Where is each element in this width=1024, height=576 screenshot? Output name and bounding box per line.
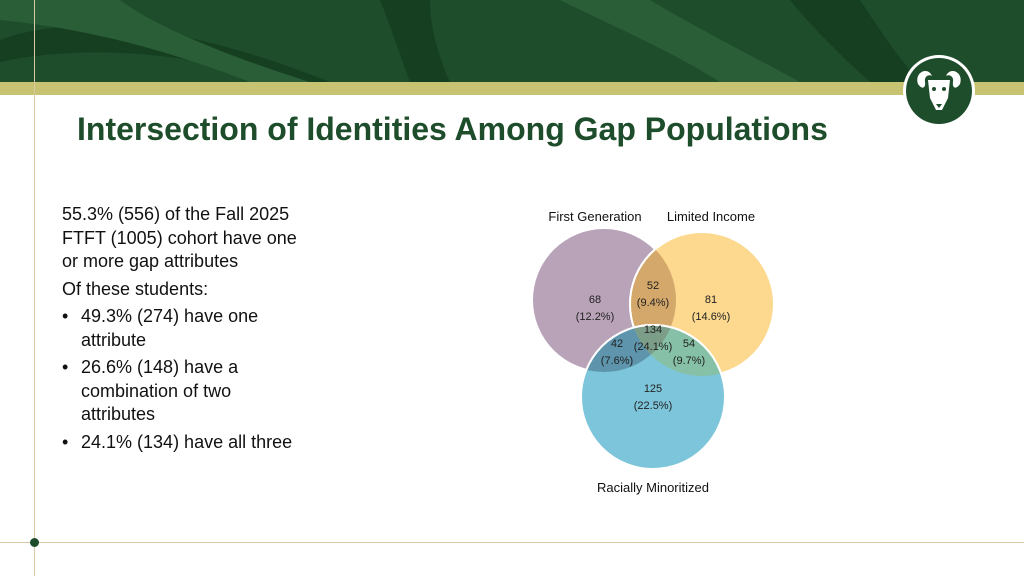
first-gen-income-count: 52 [647, 280, 659, 292]
all-three-overlap [630, 324, 676, 372]
income-only-count: 81 [705, 294, 717, 306]
bullet-text: 26.6% (148) have a combination of two at… [81, 357, 239, 424]
bullet-text: 49.3% (274) have one attribute [81, 306, 259, 350]
racial-only-pct: (22.5%) [634, 400, 673, 412]
all-three-count: 134 [644, 324, 662, 336]
income-racial-pct: (9.7%) [673, 355, 705, 367]
summary-bullet-list: • 49.3% (274) have one attribute • 26.6% (… [62, 305, 302, 454]
gold-stripe [0, 82, 1024, 95]
racially-minoritized-label: Racially Minoritized [597, 480, 709, 495]
bullet-item: • 49.3% (274) have one attribute [62, 305, 302, 352]
first-gen-racial-pct: (7.6%) [601, 355, 633, 367]
bullet-icon: • [62, 431, 69, 452]
first-gen-racial-count: 42 [611, 338, 623, 350]
bottom-guide-line [0, 542, 1024, 543]
bullet-icon: • [62, 306, 69, 326]
first-gen-income-pct: (9.4%) [637, 297, 669, 309]
income-only-pct: (14.6%) [692, 311, 731, 323]
first-gen-only-count: 68 [589, 294, 601, 306]
first-gen-only-pct: (12.2%) [576, 311, 615, 323]
guide-dot [30, 538, 39, 547]
racial-only-count: 125 [644, 383, 662, 395]
summary-text: 55.3% (556) of the Fall 2025 FTFT (1005)… [62, 203, 302, 458]
income-racial-count: 54 [683, 338, 695, 350]
banner-brush-strokes [0, 0, 920, 82]
bullet-item: • 26.6% (148) have a combination of two a… [62, 356, 302, 427]
limited-income-label: Limited Income [667, 209, 755, 224]
ram-logo-icon [903, 55, 975, 127]
first-generation-label: First Generation [548, 209, 641, 224]
all-three-pct: (24.1%) [634, 341, 673, 353]
bullet-item: • 24.1% (134) have all three [62, 431, 302, 455]
bullet-text: 24.1% (134) have all three [81, 431, 293, 452]
page-title: Intersection of Identities Among Gap Pop… [77, 111, 828, 147]
left-guide-line [34, 0, 35, 576]
summary-intro: 55.3% (556) of the Fall 2025 FTFT (1005)… [62, 204, 297, 271]
header-banner [0, 0, 1024, 82]
venn-diagram: First Generation Limited Income Racially… [531, 209, 775, 495]
summary-lead: Of these students: [62, 278, 209, 299]
bullet-icon: • [62, 357, 69, 377]
